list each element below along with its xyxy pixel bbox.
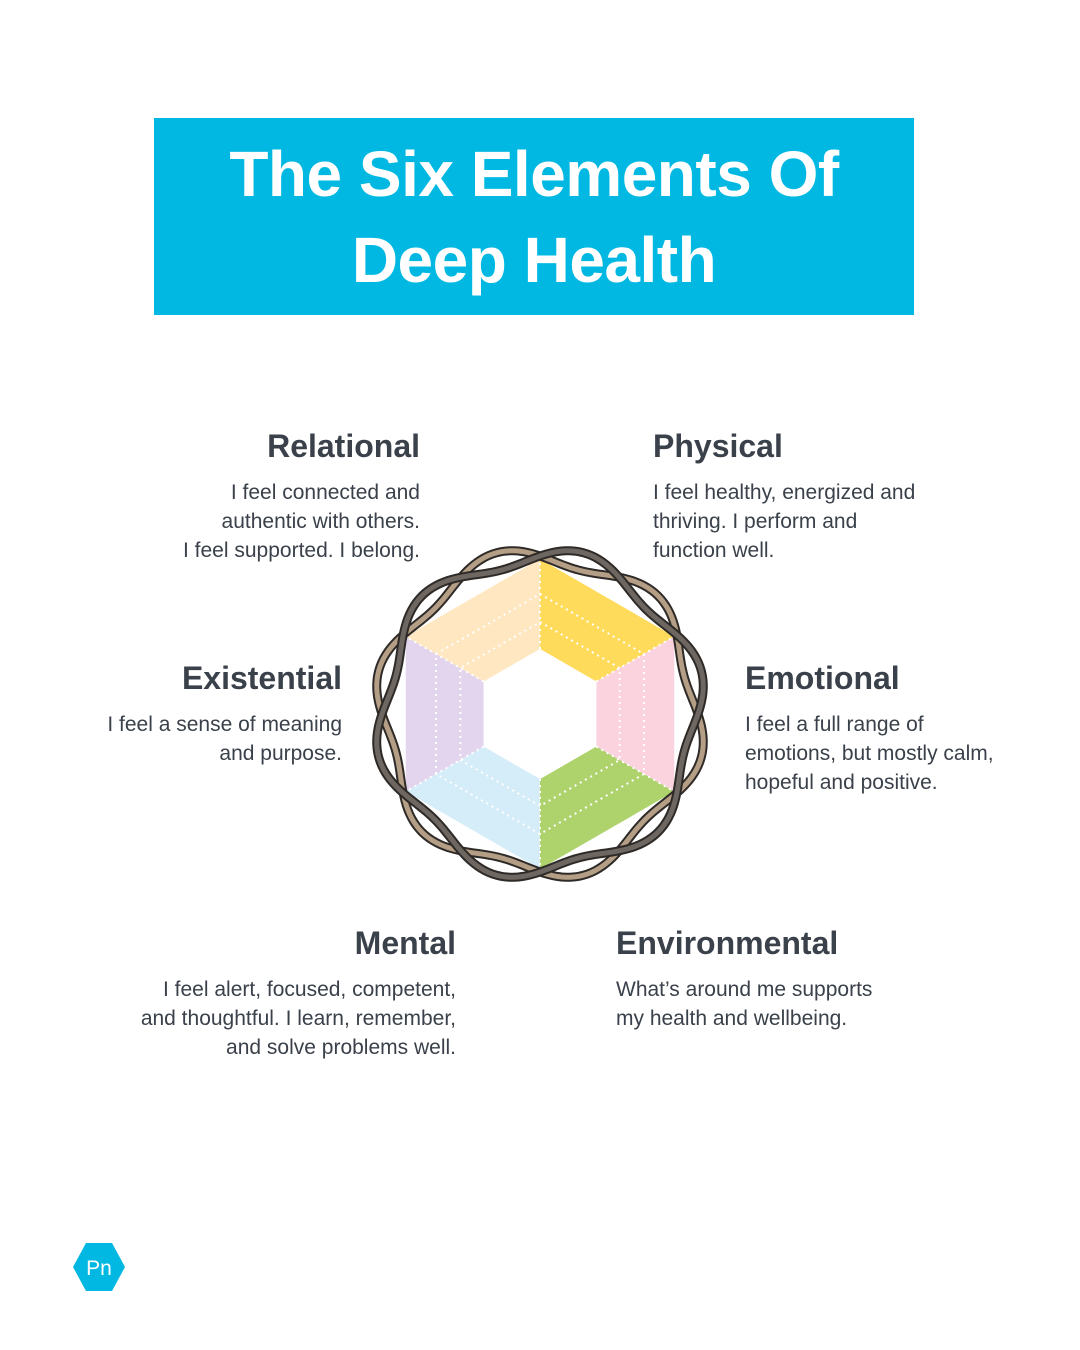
pn-logo-icon: Pn <box>73 1243 125 1291</box>
mental-description: I feel alert, focused, competent, and th… <box>140 978 456 1059</box>
relational-description: I feel connected and authentic with othe… <box>183 481 420 562</box>
wheel-center-hexagon <box>483 649 597 779</box>
dotted-ring-1 <box>459 620 621 808</box>
environmental-description: What’s around me supports my health and … <box>616 978 873 1030</box>
physical-heading: Physical <box>653 428 783 464</box>
existential-heading: Existential <box>181 660 342 696</box>
element-environmental: Environmental What’s around me supports … <box>616 925 946 1033</box>
deep-health-wheel <box>372 546 708 882</box>
title-line-2: Deep Health <box>351 223 717 296</box>
logo-text: Pn <box>86 1257 112 1280</box>
wheel-dotted-rings <box>405 559 675 869</box>
title-line-1: The Six Elements Of <box>229 137 839 210</box>
wheel-segment-emotional <box>596 636 675 792</box>
mental-heading: Mental <box>354 925 456 961</box>
emotional-description: I feel a full range of emotions, but mos… <box>745 713 994 794</box>
title-banner: The Six Elements Of Deep Health <box>154 118 914 315</box>
woven-ring <box>372 546 708 882</box>
element-existential: Existential I feel a sense of meaning an… <box>40 660 342 768</box>
wheel-segment-environmental <box>540 746 675 869</box>
emotional-heading: Emotional <box>745 660 900 696</box>
existential-description: I feel a sense of meaning and purpose. <box>107 713 342 765</box>
wheel-segment-relational <box>405 559 540 682</box>
wheel-segment-physical <box>540 559 675 682</box>
ring-strand-dark <box>374 548 706 880</box>
logo-hexagon <box>73 1243 125 1291</box>
wheel-segment-mental <box>405 746 540 869</box>
element-mental: Mental I feel alert, focused, competent,… <box>80 925 456 1062</box>
element-relational: Relational I feel connected and authenti… <box>120 428 420 565</box>
physical-description: I feel healthy, energized and thriving. … <box>653 481 916 562</box>
wheel-segments <box>405 559 675 869</box>
environmental-heading: Environmental <box>616 925 839 961</box>
element-emotional: Emotional I feel a full range of emotion… <box>745 660 1065 797</box>
relational-heading: Relational <box>267 428 420 464</box>
wheel-segment-existential <box>405 636 484 792</box>
element-physical: Physical I feel healthy, energized and t… <box>653 428 983 565</box>
